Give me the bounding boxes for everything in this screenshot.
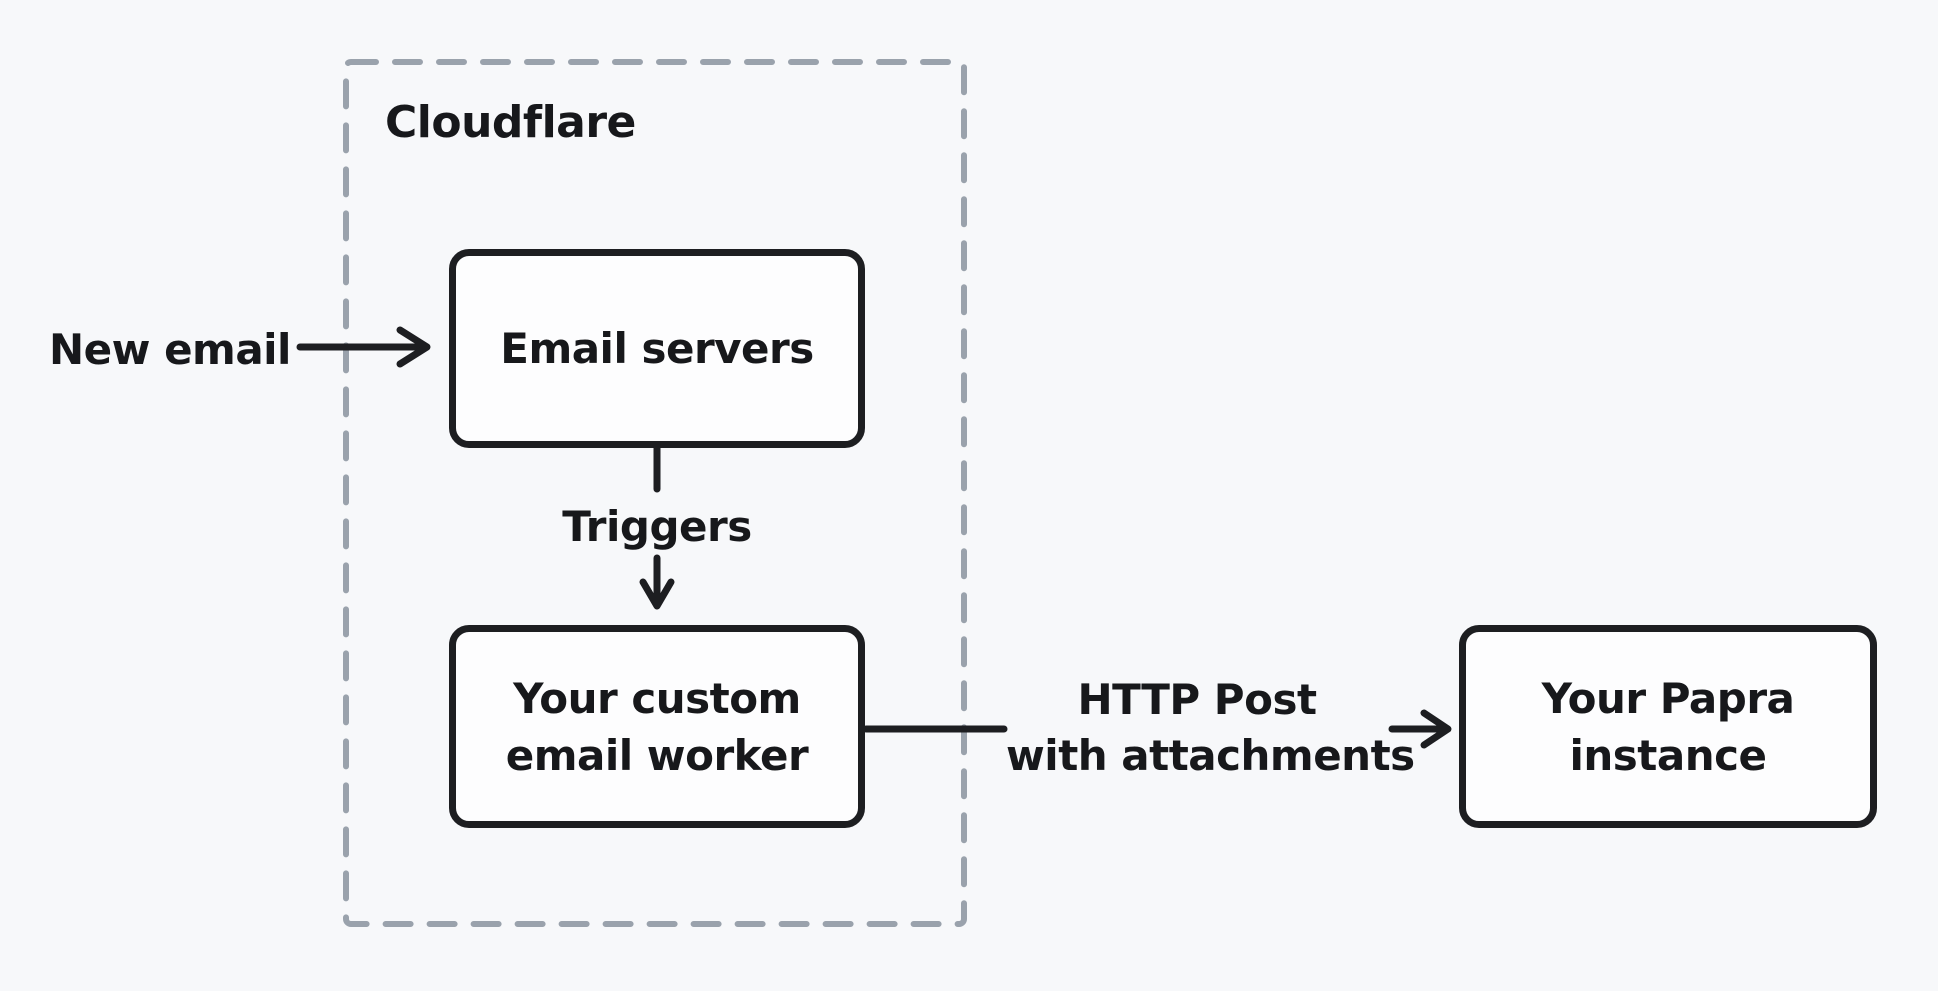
edge-label-http-post-line2: with attachments (1006, 731, 1415, 780)
edge-label-http-post: HTTP Post with attachments (1006, 672, 1415, 784)
edge-label-http-post-line1: HTTP Post (1077, 675, 1317, 724)
node-email-servers-label: Email servers (500, 324, 814, 373)
edge-label-triggers: Triggers (562, 502, 752, 551)
cloudflare-group-border (343, 59, 967, 927)
node-papra-instance-label: Your Papra instance (1542, 670, 1795, 784)
node-papra-instance-label-line2: instance (1569, 730, 1767, 780)
node-email-servers: Email servers (449, 249, 865, 448)
node-email-worker-label: Your custom email worker (505, 670, 809, 784)
node-papra-instance-label-line1: Your Papra (1541, 673, 1795, 723)
node-email-worker-label-line2: email worker (505, 730, 809, 780)
node-email-worker: Your custom email worker (449, 625, 865, 828)
node-email-worker-label-line1: Your custom (513, 673, 801, 723)
edge-label-new-email: New email (49, 325, 291, 374)
new-email-arrow (296, 326, 431, 368)
node-papra-instance: Your Papra instance (1459, 625, 1877, 828)
triggers-arrow (639, 444, 675, 610)
cloudflare-group-label: Cloudflare (385, 97, 636, 148)
http-post-arrow (1388, 709, 1452, 749)
